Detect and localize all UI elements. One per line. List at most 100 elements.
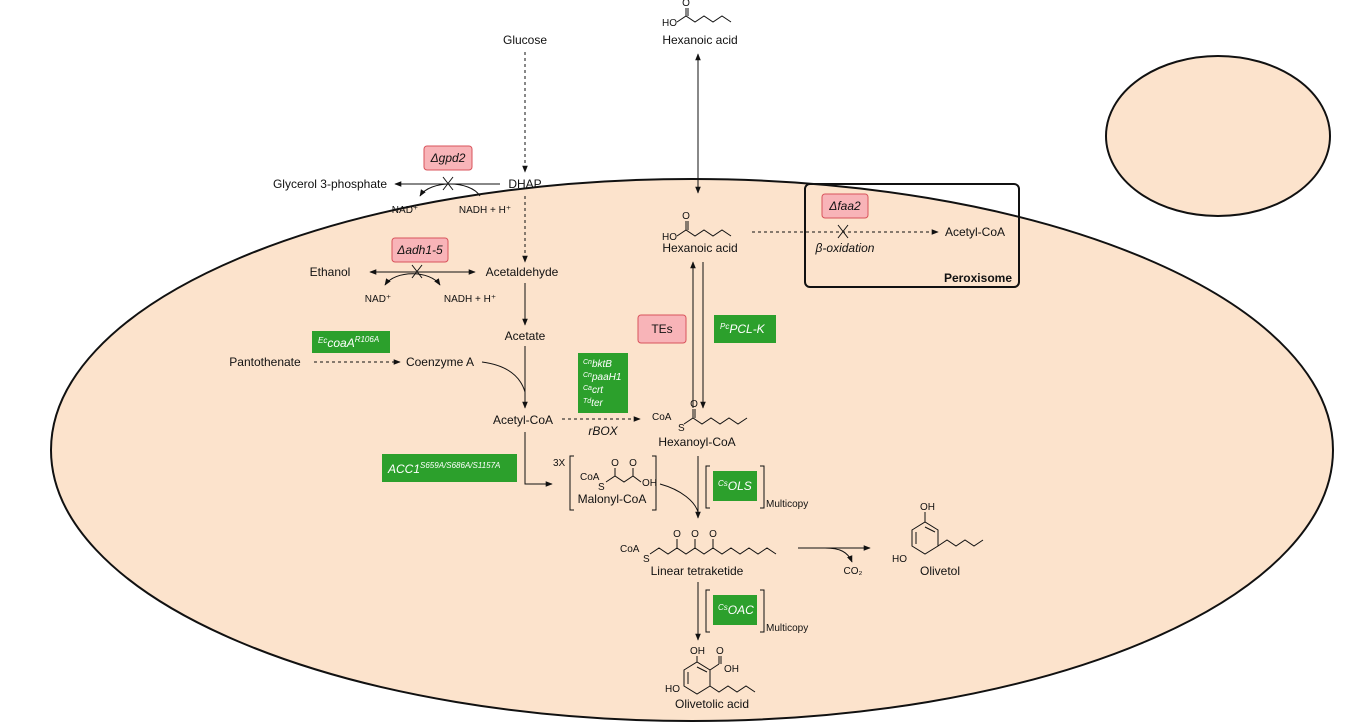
hexanoyl-coa-structure: CoA S O [652, 399, 748, 434]
deletion-gpd2: Δgpd2 [423, 145, 473, 171]
enzyme-pclk: PcPCL-K [714, 315, 776, 343]
svg-text:HO: HO [665, 684, 680, 695]
label-multicopy-ols: Multicopy [766, 499, 808, 510]
label-multicopy-oac: Multicopy [766, 623, 808, 634]
label-nad2: NAD⁺ [365, 294, 391, 305]
arc-nad2 [384, 273, 441, 286]
arc-co2 [824, 547, 853, 563]
label-coenzyme-a: Coenzyme A [406, 355, 474, 369]
svg-text:O: O [716, 646, 724, 657]
svg-text:O: O [690, 399, 698, 410]
label-co2: CO₂ [844, 566, 863, 577]
budding-cell [1105, 55, 1331, 217]
bracket-oac-right [760, 589, 765, 633]
bracket-ols-right [760, 465, 765, 509]
olivetolic-acid-structure: OH O OH HO [665, 646, 756, 695]
enzyme-coaA: EccoaAR106A [312, 331, 390, 353]
label-ethanol: Ethanol [310, 265, 351, 279]
hexanoic-acid-structure-in: O HO [662, 211, 732, 243]
svg-text:O: O [691, 529, 699, 540]
label-malonyl-coa: Malonyl-CoA [578, 492, 647, 506]
svg-text:3X: 3X [553, 458, 566, 469]
svg-text:HO: HO [892, 554, 907, 565]
enzyme-ols: CsOLS [713, 471, 757, 501]
tetraketide-structure: CoA S O O O [620, 529, 777, 565]
svg-text:O: O [673, 529, 681, 540]
arc-nad1 [419, 183, 481, 197]
svg-text:CoA: CoA [580, 472, 600, 483]
block-adh [411, 264, 423, 279]
label-olivetol: Olivetol [920, 564, 960, 578]
svg-text:OH: OH [642, 478, 657, 489]
enzyme-acc1: ACC1S659A/S686A/S1157A [382, 454, 517, 482]
block-faa2 [837, 224, 849, 239]
arc-coa-in [481, 361, 526, 393]
label-acetyl-coa: Acetyl-CoA [493, 413, 553, 427]
svg-text:CnpaaH1: CnpaaH1 [583, 372, 621, 383]
arc-malonyl-in [659, 483, 699, 513]
enzyme-oac: CsOAC [713, 595, 757, 625]
svg-text:Cacrt: Cacrt [583, 385, 604, 396]
svg-text:TEs: TEs [651, 322, 672, 336]
hexanoic-acid-structure-out: O HO [662, 0, 732, 29]
svg-text:CoA: CoA [652, 412, 672, 423]
label-pantothenate: Pantothenate [229, 355, 301, 369]
svg-text:CoA: CoA [620, 544, 640, 555]
deletion-adh: Δadh1-5 [391, 237, 449, 263]
svg-text:CsOLS: CsOLS [718, 479, 752, 493]
svg-text:O: O [611, 458, 619, 469]
deletion-faa2: Δfaa2 [821, 193, 869, 219]
label-beta-oxidation: β-oxidation [815, 241, 875, 255]
svg-text:ACC1S659A/S686A/S1157A: ACC1S659A/S686A/S1157A [387, 461, 500, 476]
svg-text:OH: OH [690, 646, 705, 657]
svg-text:OH: OH [724, 664, 739, 675]
yeast-cell [50, 178, 1334, 722]
bracket-malonyl-left [569, 455, 574, 511]
label-linear-tetraketide: Linear tetraketide [651, 564, 744, 578]
label-hexanoic-acid-in: Hexanoic acid [662, 241, 737, 255]
label-hexanoic-acid-out: Hexanoic acid [662, 33, 737, 47]
olivetol-structure: OH HO [892, 502, 984, 565]
svg-text:HO: HO [662, 232, 677, 243]
label-dhap: DHAP [508, 177, 541, 191]
label-acetaldehyde: Acetaldehyde [486, 265, 559, 279]
enzyme-rbox: CnbktB CnpaaH1 Cacrt Tdter [578, 353, 628, 413]
label-glucose: Glucose [503, 33, 547, 47]
malonyl-coa-structure: 3X CoA S O O OH [553, 458, 657, 493]
bracket-ols-left [705, 465, 710, 509]
tes-box: TEs [637, 314, 687, 344]
svg-text:Δfaa2: Δfaa2 [828, 199, 861, 213]
peroxisome-label: Peroxisome [944, 271, 1012, 285]
svg-text:HO: HO [662, 18, 677, 29]
svg-text:EccoaAR106A: EccoaAR106A [318, 335, 379, 350]
label-hexanoyl-coa: Hexanoyl-CoA [658, 435, 735, 449]
label-nad1: NAD⁺ [392, 205, 418, 216]
svg-text:S: S [678, 423, 685, 434]
bracket-malonyl-right [652, 455, 657, 511]
label-acetyl-coa-perox: Acetyl-CoA [945, 225, 1005, 239]
svg-text:S: S [643, 554, 650, 565]
svg-text:OH: OH [920, 502, 935, 513]
svg-text:Δadh1-5: Δadh1-5 [396, 243, 443, 257]
svg-text:CsOAC: CsOAC [718, 603, 754, 617]
svg-text:O: O [682, 211, 690, 222]
peroxisome-box [804, 183, 1020, 288]
svg-text:PcPCL-K: PcPCL-K [720, 322, 766, 336]
svg-text:S: S [598, 482, 605, 493]
label-rbox: rBOX [588, 424, 618, 438]
svg-text:CnbktB: CnbktB [583, 359, 612, 370]
label-olivetolic-acid: Olivetolic acid [675, 697, 749, 711]
svg-text:Tdter: Tdter [583, 398, 604, 409]
bracket-oac-left [705, 589, 710, 633]
label-glycerol3p: Glycerol 3-phosphate [273, 177, 387, 191]
svg-text:O: O [629, 458, 637, 469]
arrow-acc1 [524, 432, 553, 487]
label-nadh1: NADH + H⁺ [459, 205, 511, 216]
svg-text:O: O [682, 0, 690, 9]
label-nadh2: NADH + H⁺ [444, 294, 496, 305]
label-acetate: Acetate [505, 329, 546, 343]
svg-text:Δgpd2: Δgpd2 [430, 151, 466, 165]
svg-text:O: O [709, 529, 717, 540]
block-gpd2 [442, 176, 454, 191]
